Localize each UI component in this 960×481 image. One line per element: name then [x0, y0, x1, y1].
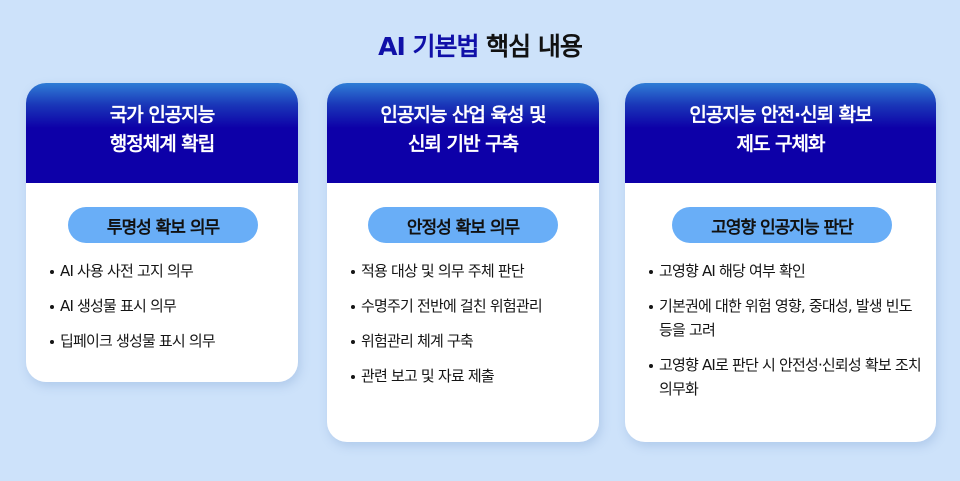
list-item: AI 사용 사전 고지 의무: [48, 259, 288, 283]
list-item: 수명주기 전반에 걸친 위험관리: [349, 294, 559, 318]
category-pill: 고영향 인공지능 판단: [672, 207, 892, 243]
category-pill: 투명성 확보 의무: [68, 207, 258, 243]
list-item: 고영향 AI로 판단 시 안전성·신뢰성 확보 조치 의무화: [647, 353, 922, 401]
card-header: 인공지능 산업 육성 및 신뢰 기반 구축: [327, 83, 599, 183]
list-item: AI 생성물 표시 의무: [48, 294, 288, 318]
card-header-line: 제도 구체화: [736, 133, 825, 155]
title-accent: AI 기본법: [378, 32, 479, 61]
list-item: 기본권에 대한 위험 영향, 중대성, 발생 빈도 등을 고려: [647, 294, 922, 342]
card-header-line: 인공지능 안전·신뢰 확보: [689, 104, 872, 126]
item-list: 고영향 AI 해당 여부 확인 기본권에 대한 위험 영향, 중대성, 발생 빈…: [647, 259, 922, 412]
card-safety-trust: 인공지능 안전·신뢰 확보 제도 구체화 고영향 인공지능 판단 고영향 AI …: [625, 83, 936, 442]
list-item: 딥페이크 생성물 표시 의무: [48, 329, 288, 353]
card-header-line: 국가 인공지능: [109, 104, 215, 126]
item-list: AI 사용 사전 고지 의무 AI 생성물 표시 의무 딥페이크 생성물 표시 …: [48, 259, 288, 364]
list-item: 위험관리 체계 구축: [349, 329, 559, 353]
card-header: 국가 인공지능 행정체계 확립: [26, 83, 298, 183]
card-industry-trust: 인공지능 산업 육성 및 신뢰 기반 구축 안정성 확보 의무 적용 대상 및 …: [327, 83, 599, 442]
list-item: 적용 대상 및 의무 주체 판단: [349, 259, 559, 283]
card-header-line: 인공지능 산업 육성 및: [380, 104, 546, 126]
card-ai-administration: 국가 인공지능 행정체계 확립 투명성 확보 의무 AI 사용 사전 고지 의무…: [26, 83, 298, 382]
list-item: 고영향 AI 해당 여부 확인: [647, 259, 922, 283]
list-item: 관련 보고 및 자료 제출: [349, 364, 559, 388]
category-pill: 안정성 확보 의무: [368, 207, 558, 243]
card-header-line: 행정체계 확립: [109, 133, 215, 155]
card-header: 인공지능 안전·신뢰 확보 제도 구체화: [625, 83, 936, 183]
page-title: AI 기본법 핵심 내용: [0, 27, 960, 63]
title-rest: 핵심 내용: [486, 32, 583, 61]
card-header-line: 신뢰 기반 구축: [407, 133, 519, 155]
item-list: 적용 대상 및 의무 주체 판단 수명주기 전반에 걸친 위험관리 위험관리 체…: [349, 259, 559, 399]
